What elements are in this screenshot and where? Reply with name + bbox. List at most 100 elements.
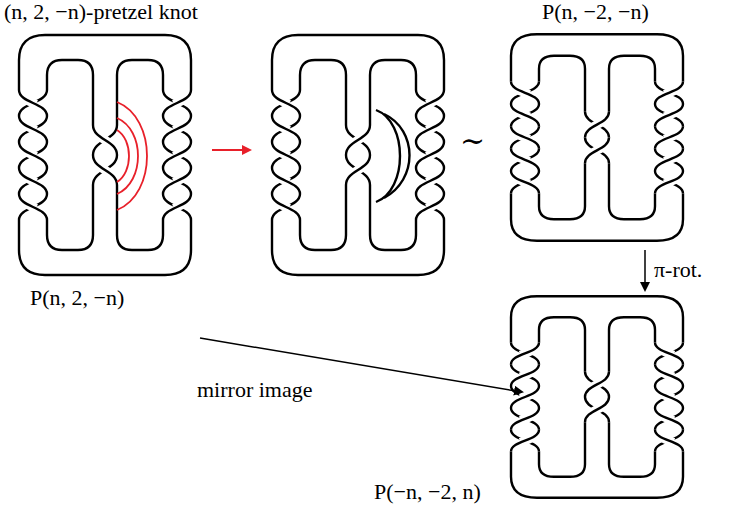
knot-strand — [163, 142, 191, 168]
knot-strand — [511, 430, 539, 452]
knot-strand — [272, 116, 300, 142]
knot-strand — [585, 397, 609, 422]
knot-strand — [346, 125, 370, 155]
knot-strand — [19, 35, 191, 90]
knot-strand — [511, 126, 539, 148]
knot-strand — [585, 397, 609, 422]
knot-strand — [585, 372, 609, 397]
knot-strand — [272, 194, 300, 220]
knot-strand — [272, 142, 300, 168]
knot-strand — [416, 116, 444, 142]
knot-strand — [19, 194, 47, 220]
knot-strand — [511, 82, 539, 104]
knot-strand — [117, 185, 163, 250]
knot-strand — [19, 142, 47, 168]
knot-strand — [19, 142, 47, 168]
knot-strand — [19, 90, 47, 116]
knot-strand — [384, 114, 410, 198]
knot-strand — [655, 342, 683, 364]
knot-strand — [655, 126, 683, 148]
knot-strand — [511, 82, 539, 104]
knot-strand — [655, 149, 683, 171]
knot-label: P(n, −2, −n) — [540, 0, 651, 24]
knot-strand — [163, 194, 191, 220]
knot-strand — [19, 168, 47, 194]
knot-strand — [655, 342, 683, 364]
knot-strand — [609, 163, 655, 219]
knot-strand — [163, 168, 191, 194]
equivalence-symbol: ∼ — [458, 124, 487, 157]
knot-strand — [585, 112, 609, 138]
knot-strand — [655, 386, 683, 408]
knot-strand — [655, 149, 683, 171]
knot-strand — [511, 386, 539, 408]
knot-strand — [47, 185, 93, 250]
knot-strand — [93, 155, 117, 185]
knot-strand — [609, 56, 655, 112]
knot-strand — [93, 125, 117, 155]
knot-strand — [585, 397, 609, 422]
knot-strand — [655, 149, 683, 171]
figure-title: (n, 2, −n)-pretzel knot — [2, 0, 200, 24]
knot-strand — [163, 90, 191, 116]
knot-strand — [19, 116, 47, 142]
knot-strand — [370, 185, 416, 250]
knot-strand — [585, 138, 609, 164]
knot-strand — [346, 155, 370, 185]
knot-strand — [511, 171, 539, 193]
knot-strand — [511, 364, 539, 386]
knot-strand — [511, 452, 683, 498]
knot-label: P(−n, −2, n) — [372, 480, 483, 504]
knot-strand — [511, 149, 539, 171]
knot-strand — [655, 104, 683, 126]
knot-strand — [163, 142, 191, 168]
knot-strand — [93, 155, 117, 185]
knot-strand — [272, 168, 300, 194]
knot-strand — [511, 364, 539, 386]
rotation-arrow — [644, 250, 646, 290]
knot-strand — [511, 386, 539, 408]
knot-strand — [511, 104, 539, 126]
knot-strand — [585, 372, 609, 397]
pretzel-knot — [272, 35, 444, 275]
knot-strand — [416, 116, 444, 142]
knot-strand — [19, 142, 47, 168]
knot-strand — [511, 82, 539, 104]
knot-strand — [655, 430, 683, 452]
knot-strand — [272, 168, 300, 194]
knot-strand — [511, 408, 539, 430]
knot-strand — [163, 116, 191, 142]
knot-strand — [539, 163, 585, 219]
knot-strand — [655, 408, 683, 430]
knot-strand — [163, 116, 191, 142]
knot-label: P(n, 2, −n) — [28, 286, 126, 310]
knot-strand — [416, 90, 444, 116]
knot-strand — [655, 342, 683, 364]
knot-strand — [117, 130, 129, 182]
knot-strand — [19, 168, 47, 194]
knot-strand — [416, 90, 444, 116]
knot-strand — [272, 35, 444, 90]
knot-strand — [511, 171, 539, 193]
knot-strand — [511, 342, 539, 364]
knot-strand — [416, 142, 444, 168]
knot-strand — [272, 116, 300, 142]
knot-strand — [416, 168, 444, 194]
knot-strand — [511, 126, 539, 148]
knot-strand — [511, 430, 539, 452]
knot-strand — [19, 194, 47, 220]
knot-strand — [511, 149, 539, 171]
knot-strand — [655, 171, 683, 193]
knot-strand — [655, 104, 683, 126]
knot-strand — [370, 60, 416, 125]
knot-strand — [511, 193, 683, 240]
knot-strand — [346, 155, 370, 185]
knot-strand — [300, 60, 346, 125]
knot-strand — [655, 408, 683, 430]
knot-strand — [585, 372, 609, 397]
knot-strand — [655, 430, 683, 452]
knot-strand — [511, 342, 539, 364]
knot-strand — [163, 194, 191, 220]
pretzel-knot — [511, 34, 683, 240]
knot-strand — [585, 138, 609, 164]
